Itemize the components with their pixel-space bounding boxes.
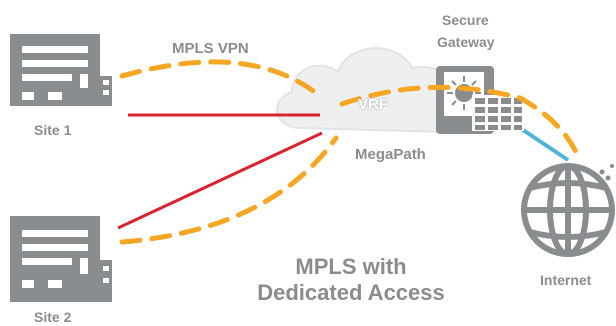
diagram-title-line1: MPLS with xyxy=(295,254,407,279)
mpls-dashed-links xyxy=(119,59,579,245)
globe-icon xyxy=(521,163,615,257)
globe-signal-dots xyxy=(599,164,614,181)
site2-label: Site 2 xyxy=(34,309,72,325)
diagram-title-line2: Dedicated Access xyxy=(257,280,445,305)
megapath-label: MegaPath xyxy=(355,146,426,163)
building-icon xyxy=(10,216,112,302)
vrf-label: VRF xyxy=(358,96,388,113)
secure-gateway-label-line2: Gateway xyxy=(437,34,495,50)
cloud-icon xyxy=(276,47,464,134)
site2-dedicated-line xyxy=(117,131,323,230)
internet-label: Internet xyxy=(540,272,592,288)
mpls-vpn-label: MPLS VPN xyxy=(172,40,249,57)
diagram-title: MPLS with Dedicated Access xyxy=(236,254,466,306)
building-icon xyxy=(10,34,112,106)
secure-gateway-label-line1: Secure xyxy=(442,12,489,28)
site1-label: Site 1 xyxy=(34,122,72,138)
firewall-icon xyxy=(436,66,524,134)
